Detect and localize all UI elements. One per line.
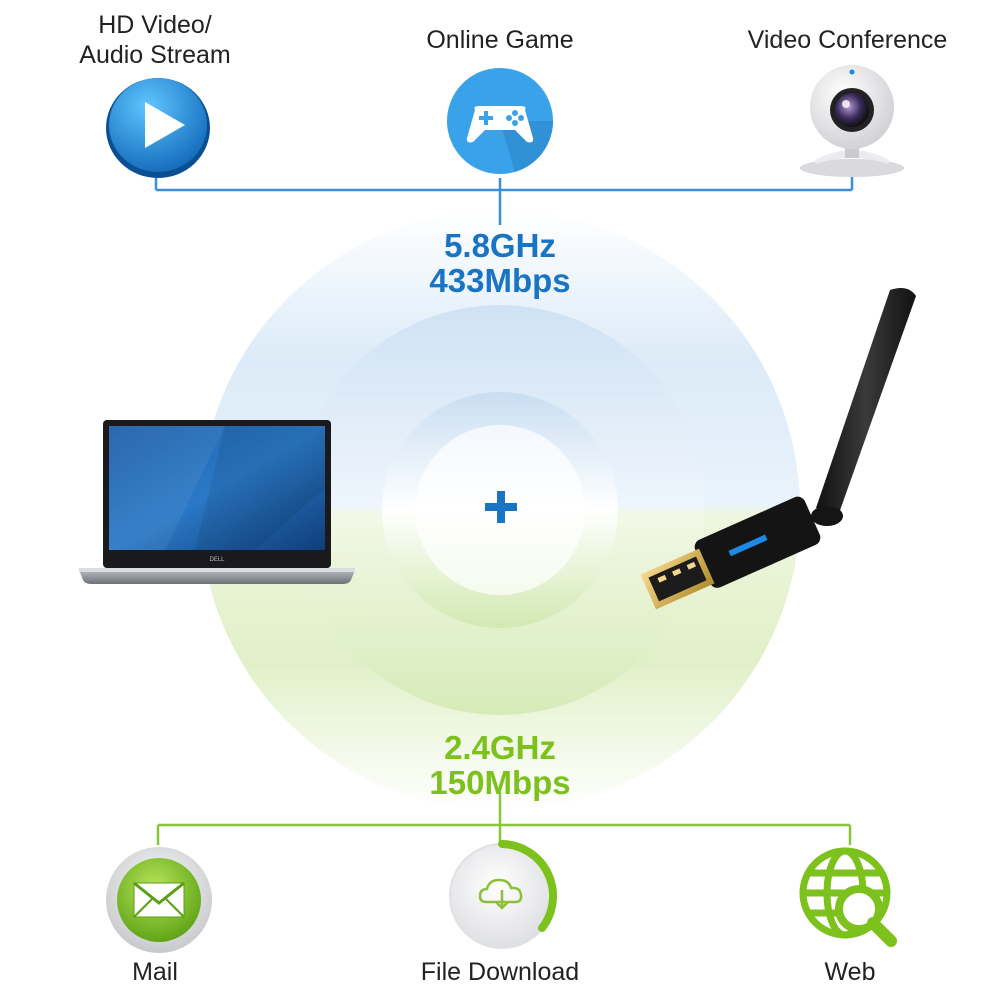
mail-label: Mail	[132, 958, 178, 986]
gamepad-icon	[445, 66, 555, 176]
band-24ghz-speed: 150Mbps	[429, 764, 571, 801]
globe-search-icon	[795, 843, 905, 953]
webcam-icon	[795, 60, 910, 180]
band-5ghz-freq: 5.8GHz	[444, 227, 556, 264]
mail-icon	[104, 845, 214, 955]
web-label: Web	[824, 958, 876, 986]
hd-video-label: HD Video/ Audio Stream	[79, 11, 231, 69]
laptop-brand: DELL	[209, 557, 225, 563]
band-5ghz-label: 5.8GHz 433Mbps	[300, 228, 700, 298]
online-game-label: Online Game	[426, 26, 574, 54]
band-24ghz-label: 2.4GHz 150Mbps	[300, 730, 700, 800]
cloud-download-icon	[446, 840, 558, 952]
play-icon	[103, 72, 213, 182]
plus-icon	[485, 491, 517, 523]
band-24ghz-freq: 2.4GHz	[444, 729, 556, 766]
band-5ghz-speed: 433Mbps	[429, 262, 571, 299]
file-download-label: File Download	[420, 958, 580, 986]
video-conference-label: Video Conference	[747, 26, 948, 54]
laptop-image: DELL	[79, 420, 355, 584]
usb-wifi-adapter-image	[640, 288, 916, 610]
